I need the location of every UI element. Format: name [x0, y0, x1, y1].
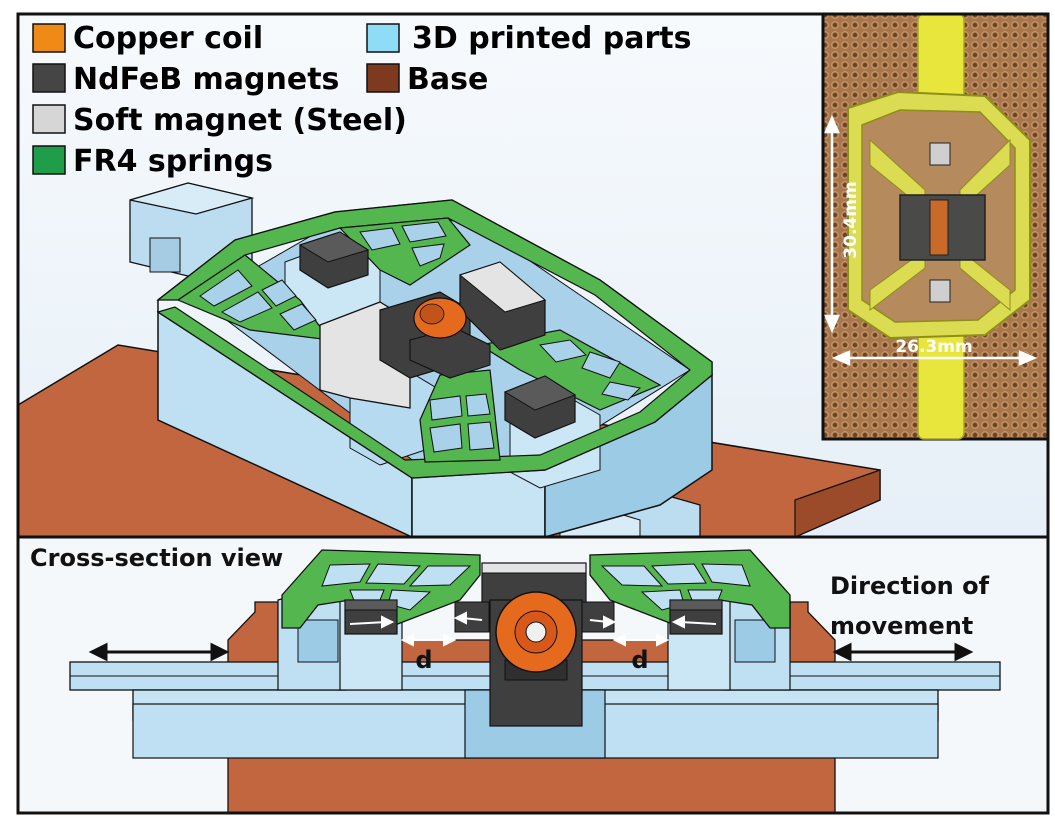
photo-height-label: 30.4mm	[841, 181, 861, 258]
gap-label-left: d	[415, 646, 432, 674]
cross-section: d d Cross-section view Direction of move…	[30, 544, 1001, 814]
legend: Copper coil NdFeB magnets Soft magnet (S…	[32, 21, 691, 179]
cross-coil-center-hole	[525, 621, 547, 643]
legend-swatch-base	[366, 63, 400, 93]
photo-inset: 30.4mm 26.3mm	[821, 12, 1050, 441]
steel-block-right	[458, 261, 547, 313]
direction-arrow-right	[832, 642, 974, 662]
gap-label-right: d	[631, 646, 648, 674]
base-plate-side	[794, 469, 881, 538]
photo-steel-bottom	[929, 279, 951, 303]
photo-arm-br	[959, 248, 1011, 312]
legend-label-soft-magnet: Soft magnet (Steel)	[73, 103, 407, 138]
magnet-block-bottom-right-face	[503, 375, 577, 411]
legend-swatch-ndfeb-magnets	[32, 63, 66, 93]
legend-label-fr4-springs: FR4 springs	[73, 144, 273, 179]
legend-swatch-3d-printed	[366, 23, 400, 53]
legend-label-3d-printed: 3D printed parts	[412, 21, 691, 56]
cross-magnet-left-top	[344, 599, 398, 611]
cross-section-title: Cross-section view	[30, 544, 283, 572]
magnet-block-top-left-face	[298, 231, 370, 263]
rail-left-end	[149, 237, 181, 273]
cross-housing-left-inner	[297, 619, 339, 663]
device-3d-render	[17, 182, 881, 539]
spring-arm-top-holes	[359, 221, 447, 267]
spring-arm-left-holes	[199, 269, 317, 331]
figure-border	[16, 12, 1050, 815]
legend-swatch-soft-magnet	[32, 104, 66, 134]
direction-arrow-left	[88, 642, 230, 662]
direction-label-line2: movement	[830, 612, 973, 640]
copper-coil-3d-hole	[419, 303, 445, 325]
spring-arm-bottom-holes	[429, 393, 495, 453]
legend-swatch-fr4-springs	[32, 145, 66, 175]
photo-steel-top	[929, 142, 951, 166]
legend-label-ndfeb-magnets: NdFeB magnets	[73, 62, 339, 97]
direction-label-line1: Direction of	[830, 572, 990, 600]
spring-arm-right-holes	[538, 339, 642, 401]
force-arrows	[349, 611, 717, 647]
legend-label-copper-coil: Copper coil	[73, 21, 263, 56]
photo-width-arrow	[831, 350, 1038, 366]
photo-width-label: 26.3mm	[895, 337, 972, 357]
cross-housing-right-inner	[734, 619, 776, 663]
photo-coil	[929, 199, 949, 256]
cross-magnet-right-top	[669, 599, 723, 611]
legend-label-base: Base	[407, 62, 488, 97]
photo-height-arrow	[824, 114, 840, 334]
rail-left-top	[129, 182, 255, 215]
cross-magnet-center-right	[579, 601, 615, 633]
legend-swatch-copper-coil	[32, 23, 66, 53]
photo-arm-bl	[869, 249, 926, 312]
